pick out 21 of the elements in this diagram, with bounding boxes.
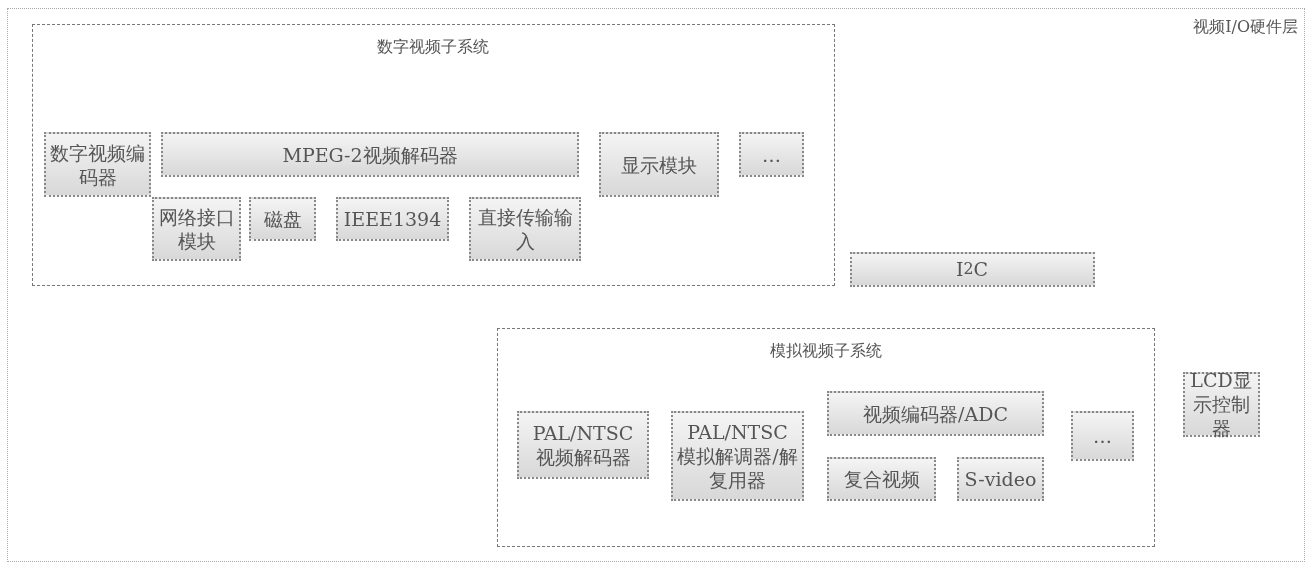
module-box: 显示模块 <box>599 132 719 197</box>
layer-frame <box>7 8 1305 562</box>
module-box: 直接传输输入 <box>469 197 581 261</box>
module-box: … <box>1071 411 1134 461</box>
layer-title: 视频I/O硬件层 <box>1193 17 1298 38</box>
subsystem-title: 模拟视频子系统 <box>769 340 882 362</box>
module-box: LCD显示控制器 <box>1182 371 1260 437</box>
subsystem-title: 数字视频子系统 <box>377 36 489 58</box>
module-box: S-video <box>957 457 1044 501</box>
module-box: MPEG-2视频解码器 <box>161 132 579 177</box>
module-box: 视频编码器/ADC <box>827 391 1044 436</box>
module-box: 磁盘 <box>249 197 316 241</box>
module-box: 数字视频编码器 <box>44 132 151 197</box>
module-box: PAL/NTSC 模拟解调器/解复用器 <box>671 411 804 501</box>
module-box: 复合视频 <box>827 457 936 501</box>
module-box: PAL/NTSC 视频解码器 <box>517 411 649 479</box>
module-box: … <box>739 132 804 177</box>
module-box: IEEE1394 <box>336 197 449 241</box>
module-box: 网络接口模块 <box>152 197 241 261</box>
subsystem-frame <box>496 327 1155 547</box>
subsystem-frame <box>31 23 835 286</box>
